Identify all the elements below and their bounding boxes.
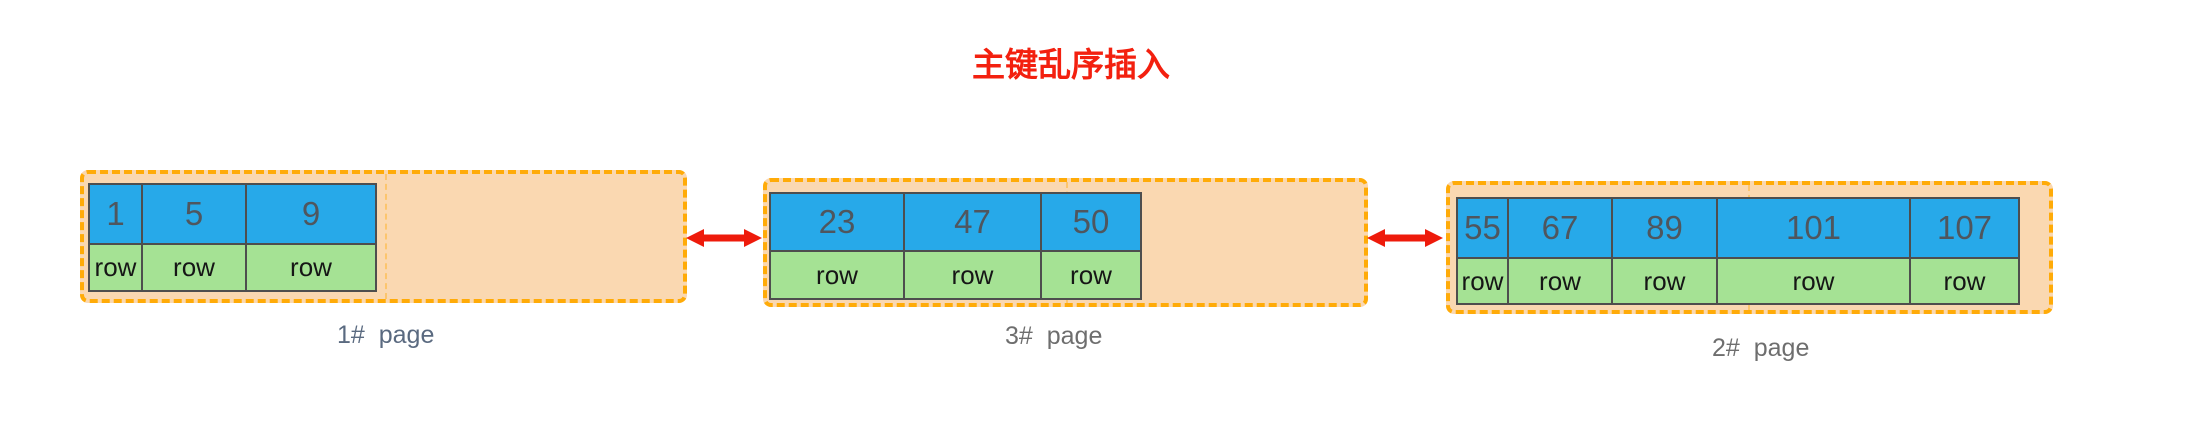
record-column: 1 row bbox=[88, 183, 143, 292]
page-block-3: 23 row 47 row 50 row bbox=[763, 178, 1368, 307]
row-cell: row bbox=[1507, 257, 1613, 305]
record-column: 9 row bbox=[245, 183, 377, 292]
row-cell: row bbox=[903, 250, 1042, 300]
row-cell: row bbox=[1040, 250, 1142, 300]
page-label-2: 2# page bbox=[1712, 334, 1810, 362]
record-column: 101 row bbox=[1716, 197, 1911, 305]
key-cell: 89 bbox=[1611, 197, 1718, 259]
key-cell: 50 bbox=[1040, 192, 1142, 252]
double-arrow-icon bbox=[686, 229, 762, 247]
page-block-2: 55 row 67 row 89 row 101 row 107 row bbox=[1446, 181, 2053, 314]
page-seam-divider bbox=[385, 174, 387, 299]
record-column: 89 row bbox=[1611, 197, 1718, 305]
record-column: 67 row bbox=[1507, 197, 1613, 305]
key-cell: 67 bbox=[1507, 197, 1613, 259]
key-cell: 47 bbox=[903, 192, 1042, 252]
record-table-2: 55 row 67 row 89 row 101 row 107 row bbox=[1456, 197, 2020, 305]
row-cell: row bbox=[1611, 257, 1718, 305]
row-cell: row bbox=[141, 243, 247, 292]
record-column: 55 row bbox=[1456, 197, 1509, 305]
key-cell: 5 bbox=[141, 183, 247, 245]
row-cell: row bbox=[769, 250, 905, 300]
row-cell: row bbox=[1456, 257, 1509, 305]
row-cell: row bbox=[1909, 257, 2020, 305]
key-cell: 55 bbox=[1456, 197, 1509, 259]
key-cell: 107 bbox=[1909, 197, 2020, 259]
record-table-1: 1 row 5 row 9 row bbox=[88, 183, 377, 292]
record-column: 50 row bbox=[1040, 192, 1142, 300]
diagram-title: 主键乱序插入 bbox=[972, 46, 1170, 83]
page-block-1: 1 row 5 row 9 row bbox=[80, 170, 687, 303]
row-cell: row bbox=[1716, 257, 1911, 305]
page-label-1: 1# page bbox=[337, 321, 435, 349]
record-column: 23 row bbox=[769, 192, 905, 300]
record-table-3: 23 row 47 row 50 row bbox=[769, 192, 1142, 300]
key-cell: 101 bbox=[1716, 197, 1911, 259]
record-column: 47 row bbox=[903, 192, 1042, 300]
key-cell: 1 bbox=[88, 183, 143, 245]
record-column: 5 row bbox=[141, 183, 247, 292]
key-cell: 9 bbox=[245, 183, 377, 245]
double-arrow-icon bbox=[1367, 229, 1443, 247]
page-label-3: 3# page bbox=[1005, 322, 1103, 350]
key-cell: 23 bbox=[769, 192, 905, 252]
row-cell: row bbox=[245, 243, 377, 292]
record-column: 107 row bbox=[1909, 197, 2020, 305]
row-cell: row bbox=[88, 243, 143, 292]
